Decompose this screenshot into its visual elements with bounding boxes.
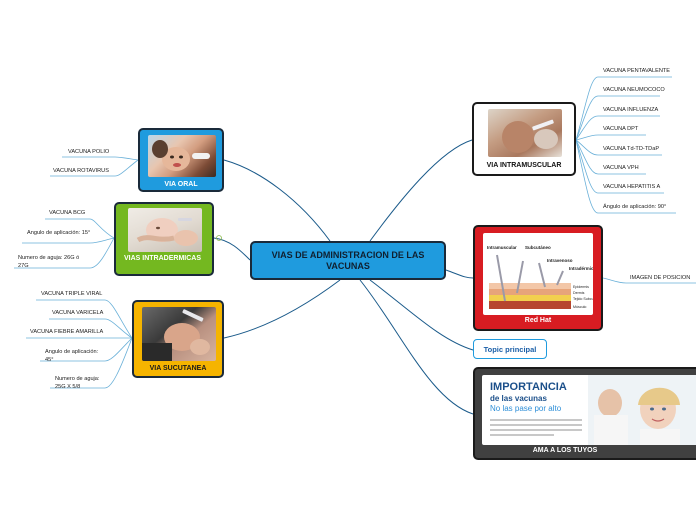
node-ama-a-los-tuyos[interactable]: IMPORTANCIA de las vacunas No las pase p… bbox=[473, 367, 696, 460]
leaf-hepatitis-a[interactable]: VACUNA HEPATITIS A bbox=[603, 183, 660, 191]
link-central-intradermicas bbox=[214, 238, 250, 260]
importancia-vacunas-banner: IMPORTANCIA de las vacunas No las pase p… bbox=[482, 375, 696, 445]
intradermal-vaccine-photo bbox=[128, 208, 202, 252]
vias-intradermicas-title: VIAS INTRADERMICAS bbox=[124, 254, 204, 263]
leaf-vacuna-bcg[interactable]: VACUNA BCG bbox=[49, 209, 85, 217]
banner-title-no-pase: No las pase por alto bbox=[490, 404, 561, 413]
leaf-vacuna-rotavirus[interactable]: VACUNA ROTAVIRUS bbox=[53, 167, 109, 175]
leaf-aguja-26g[interactable]: Numero de aguja: 26G ó 27G bbox=[18, 254, 90, 270]
link-central-oral bbox=[224, 160, 330, 241]
label-subcutaneo: Subcutáneo bbox=[525, 244, 551, 252]
leaf-vph[interactable]: VACUNA VPH bbox=[603, 164, 639, 172]
link-central-ama bbox=[360, 280, 473, 414]
collapse-icon[interactable] bbox=[217, 236, 222, 241]
leaf-dpt[interactable]: VACUNA DPT bbox=[603, 125, 638, 133]
label-intradermica: Intradérmica bbox=[569, 265, 593, 273]
banner-doctor-child-photo bbox=[588, 375, 696, 445]
intramuscular-vaccine-photo bbox=[488, 109, 562, 157]
leaf-influenza[interactable]: VACUNA INFLUENZA bbox=[603, 106, 658, 114]
label-tejido-subcutaneo: Tejido Subcutáneo bbox=[573, 295, 593, 303]
link-central-sucutanea bbox=[224, 280, 340, 338]
via-intramuscular-title: VIA INTRAMUSCULAR bbox=[474, 162, 574, 169]
topic-principal-node[interactable]: Topic principal bbox=[473, 339, 547, 359]
leaf-pentavalente[interactable]: VACUNA PENTAVALENTE bbox=[603, 67, 670, 75]
link-central-intramuscular bbox=[370, 140, 472, 241]
leaf-varicela[interactable]: VACUNA VARICELA bbox=[52, 309, 103, 317]
leaf-triple-viral[interactable]: VACUNA TRIPLE VIRAL bbox=[41, 290, 102, 298]
banner-body-lines bbox=[490, 419, 582, 436]
leaf-angulo-15[interactable]: Angulo de aplicación: 15° bbox=[27, 229, 97, 237]
node-vias-intradermicas[interactable]: VIAS INTRADERMICAS bbox=[114, 202, 214, 276]
node-red-hat[interactable]: Intramuscular Subcutáneo Intravenoso Int… bbox=[473, 225, 603, 331]
leaf-neumococo[interactable]: VACUNA NEUMOCOCO bbox=[603, 86, 665, 94]
leaf-td-tdap[interactable]: VACUNA Td-TD-TDaP bbox=[603, 145, 659, 153]
central-title: VIAS DE ADMINISTRACION DE LAS VACUNAS bbox=[262, 250, 434, 272]
leaf-aguja-25g[interactable]: Numero de aguja: 25G X 5/8 bbox=[55, 375, 107, 391]
leaf-imagen-posicion[interactable]: IMAGEN DE POSICION bbox=[630, 274, 690, 282]
label-intravenoso: Intravenoso bbox=[547, 257, 573, 265]
ama-title: AMA A LOS TUYOS bbox=[475, 447, 655, 454]
banner-title-importancia: IMPORTANCIA bbox=[490, 381, 567, 393]
link-central-redhat bbox=[446, 270, 473, 278]
label-musculo: Músculo bbox=[573, 303, 586, 311]
banner-title-de-las-vacunas: de las vacunas bbox=[490, 394, 547, 403]
via-oral-title: VIA ORAL bbox=[140, 181, 222, 188]
red-hat-title: Red Hat bbox=[475, 317, 601, 324]
node-via-intramuscular[interactable]: VIA INTRAMUSCULAR bbox=[472, 102, 576, 176]
central-topic[interactable]: VIAS DE ADMINISTRACION DE LAS VACUNAS bbox=[250, 241, 446, 280]
leaf-angulo-90[interactable]: Ángulo de aplicación: 90° bbox=[603, 203, 666, 211]
oral-vaccine-photo bbox=[148, 135, 216, 177]
via-sucutanea-title: VIA SUCUTANEA bbox=[134, 365, 222, 372]
node-via-oral[interactable]: VIA ORAL bbox=[138, 128, 224, 192]
node-via-sucutanea[interactable]: VIA SUCUTANEA bbox=[132, 300, 224, 378]
leaf-vacuna-polio[interactable]: VACUNA POLIO bbox=[68, 148, 109, 156]
leaf-angulo-45[interactable]: Angulo de aplicación: 45° bbox=[45, 348, 107, 364]
subcutaneous-vaccine-photo bbox=[142, 307, 216, 361]
leaf-fiebre-amarilla[interactable]: VACUNA FIEBRE AMARILLA bbox=[30, 328, 103, 336]
label-intramuscular: Intramuscular bbox=[487, 244, 517, 252]
injection-routes-diagram: Intramuscular Subcutáneo Intravenoso Int… bbox=[483, 233, 593, 315]
